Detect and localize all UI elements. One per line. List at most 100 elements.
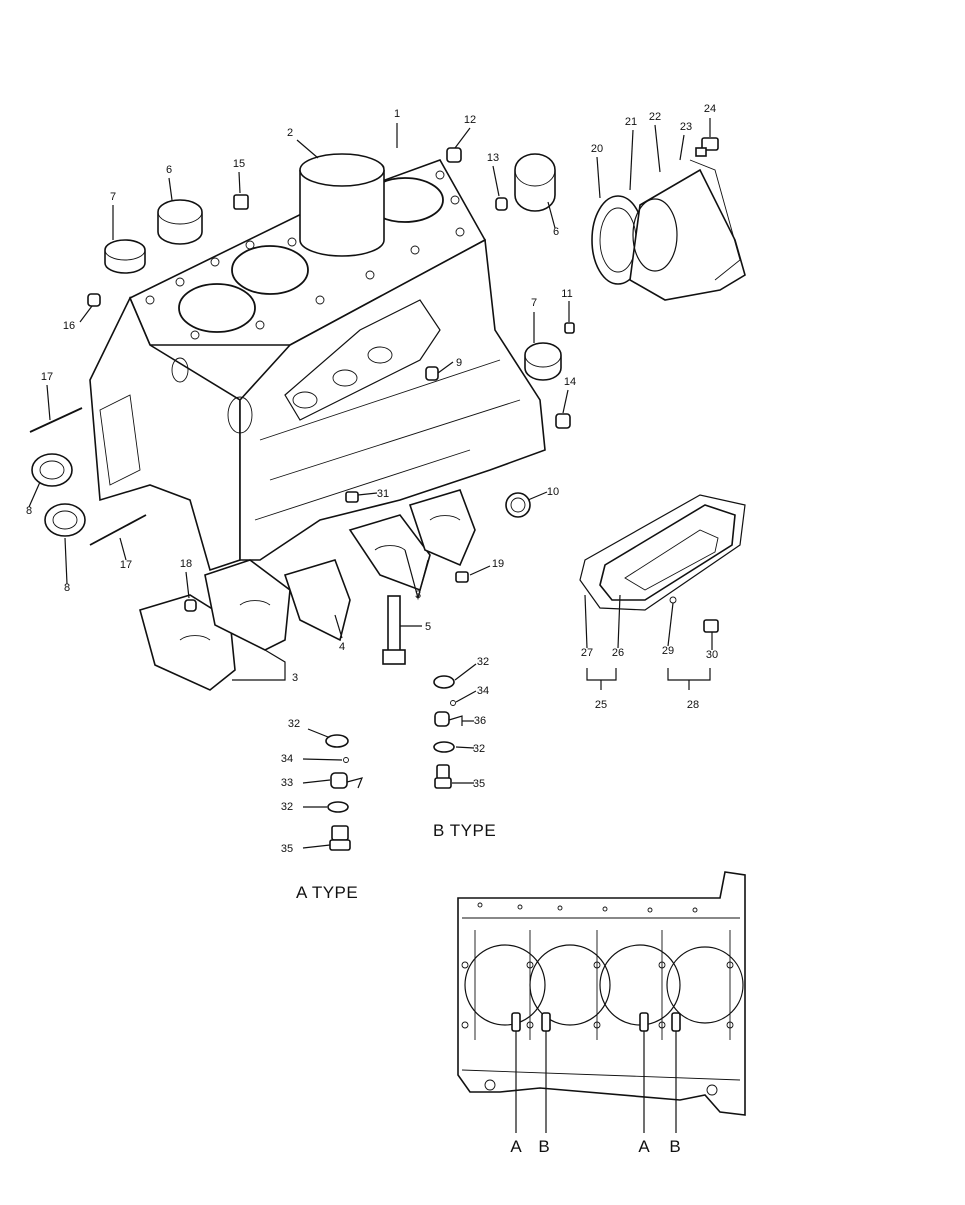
- block-bottom-view-illustration: [457, 871, 746, 1133]
- leader-line-35: [302, 844, 331, 849]
- leader-line-34: [302, 758, 343, 761]
- leader-line-15: [238, 171, 241, 194]
- callout-32: 32: [473, 743, 485, 755]
- leader-line-26: [617, 594, 621, 649]
- leader-line-8: [64, 537, 68, 585]
- leader-line-32: [454, 663, 477, 681]
- leader-line-18: [185, 571, 190, 599]
- leader-line-33: [302, 779, 331, 784]
- b-type-components-illustration: [433, 675, 463, 789]
- leader-line-10: [527, 491, 548, 501]
- leader-line-12: [454, 127, 471, 149]
- callout-7: 7: [110, 191, 116, 203]
- a-type-components-illustration: [325, 734, 364, 851]
- callout-14: 14: [564, 376, 576, 388]
- dowel-pins-illustration: [87, 147, 575, 612]
- callout-8: 8: [64, 582, 70, 594]
- leader-line-4: [334, 614, 343, 639]
- callout-31: 31: [377, 488, 389, 500]
- callout-2: 2: [287, 127, 293, 139]
- callout-26: 26: [612, 647, 624, 659]
- leader-line-6: [168, 177, 173, 201]
- leader-line-9: [437, 361, 454, 374]
- bolt-24-illustration: [695, 137, 719, 157]
- callout-17: 17: [41, 371, 53, 383]
- callout-34: 34: [281, 753, 293, 765]
- callout-9: 9: [456, 357, 462, 369]
- callout-36: 36: [474, 715, 486, 727]
- callout-7: 7: [531, 297, 537, 309]
- leader-line-21: [629, 129, 634, 191]
- callout-leader-lines: [28, 118, 713, 849]
- leader-line-23: [679, 134, 685, 161]
- cylinder-block-illustration: [89, 159, 546, 572]
- callout-35: 35: [281, 843, 293, 855]
- leader-line-14: [562, 389, 569, 414]
- callout-21: 21: [625, 116, 637, 128]
- leader-line-2: [296, 139, 319, 159]
- bottom-view-label-a: A: [510, 1137, 522, 1156]
- callout-5: 5: [425, 621, 431, 633]
- bearing-caps-illustration: [139, 489, 476, 691]
- callout-32: 32: [281, 801, 293, 813]
- leader-line-17: [46, 384, 51, 421]
- callout-3: 3: [415, 589, 421, 601]
- leader-line-19: [469, 565, 491, 576]
- leader-line-27: [584, 594, 588, 649]
- callout-28: 28: [687, 699, 699, 711]
- leader-line-34: [455, 690, 477, 703]
- leader-line-29: [667, 602, 674, 647]
- studs-illustration: [29, 407, 147, 546]
- cylinder-liner-illustration: [299, 153, 385, 257]
- callout-13: 13: [487, 152, 499, 164]
- callout-15: 15: [233, 158, 245, 170]
- group-brackets: [232, 549, 711, 690]
- callout-30: 30: [706, 649, 718, 661]
- callout-32: 32: [288, 718, 300, 730]
- callout-6: 6: [553, 226, 559, 238]
- leader-line-31: [357, 492, 378, 496]
- callout-17: 17: [120, 559, 132, 571]
- callout-27: 27: [581, 647, 593, 659]
- expansion-plugs-illustration: [31, 153, 562, 537]
- callout-23: 23: [680, 121, 692, 133]
- callout-1: 1: [394, 108, 400, 120]
- rear-oil-seal-housing-illustration: [591, 159, 746, 301]
- callout-19: 19: [492, 558, 504, 570]
- leader-line-17: [119, 537, 127, 561]
- callout-10: 10: [547, 486, 559, 498]
- main-bearing-bolt-illustration: [382, 595, 406, 665]
- side-cover-illustration: [579, 494, 746, 633]
- leader-line-6: [547, 201, 556, 229]
- callout-29: 29: [662, 645, 674, 657]
- leader-line-20: [596, 156, 601, 199]
- callout-16: 16: [63, 320, 75, 332]
- callout-35: 35: [473, 778, 485, 790]
- bottom-view-label-a: A: [638, 1137, 650, 1156]
- leader-line-8: [28, 481, 41, 508]
- leader-line-22: [654, 124, 661, 173]
- callout-4: 4: [339, 641, 345, 653]
- callout-6: 6: [166, 164, 172, 176]
- callout-11: 11: [561, 288, 572, 300]
- callout-32: 32: [477, 656, 489, 668]
- callout-20: 20: [591, 143, 603, 155]
- a-type-label: A TYPE: [296, 883, 358, 902]
- callout-18: 18: [180, 558, 192, 570]
- callout-3: 3: [292, 672, 298, 684]
- leader-line-13: [492, 165, 500, 197]
- callout-8: 8: [26, 505, 32, 517]
- bottom-view-label-b: B: [538, 1137, 549, 1156]
- leader-line-32: [455, 746, 475, 749]
- callout-22: 22: [649, 111, 661, 123]
- leader-line-32: [307, 728, 329, 738]
- bottom-view-label-b: B: [669, 1137, 680, 1156]
- callout-34: 34: [477, 685, 489, 697]
- callout-24: 24: [704, 103, 716, 115]
- b-type-label: B TYPE: [433, 821, 496, 840]
- callout-12: 12: [464, 114, 476, 126]
